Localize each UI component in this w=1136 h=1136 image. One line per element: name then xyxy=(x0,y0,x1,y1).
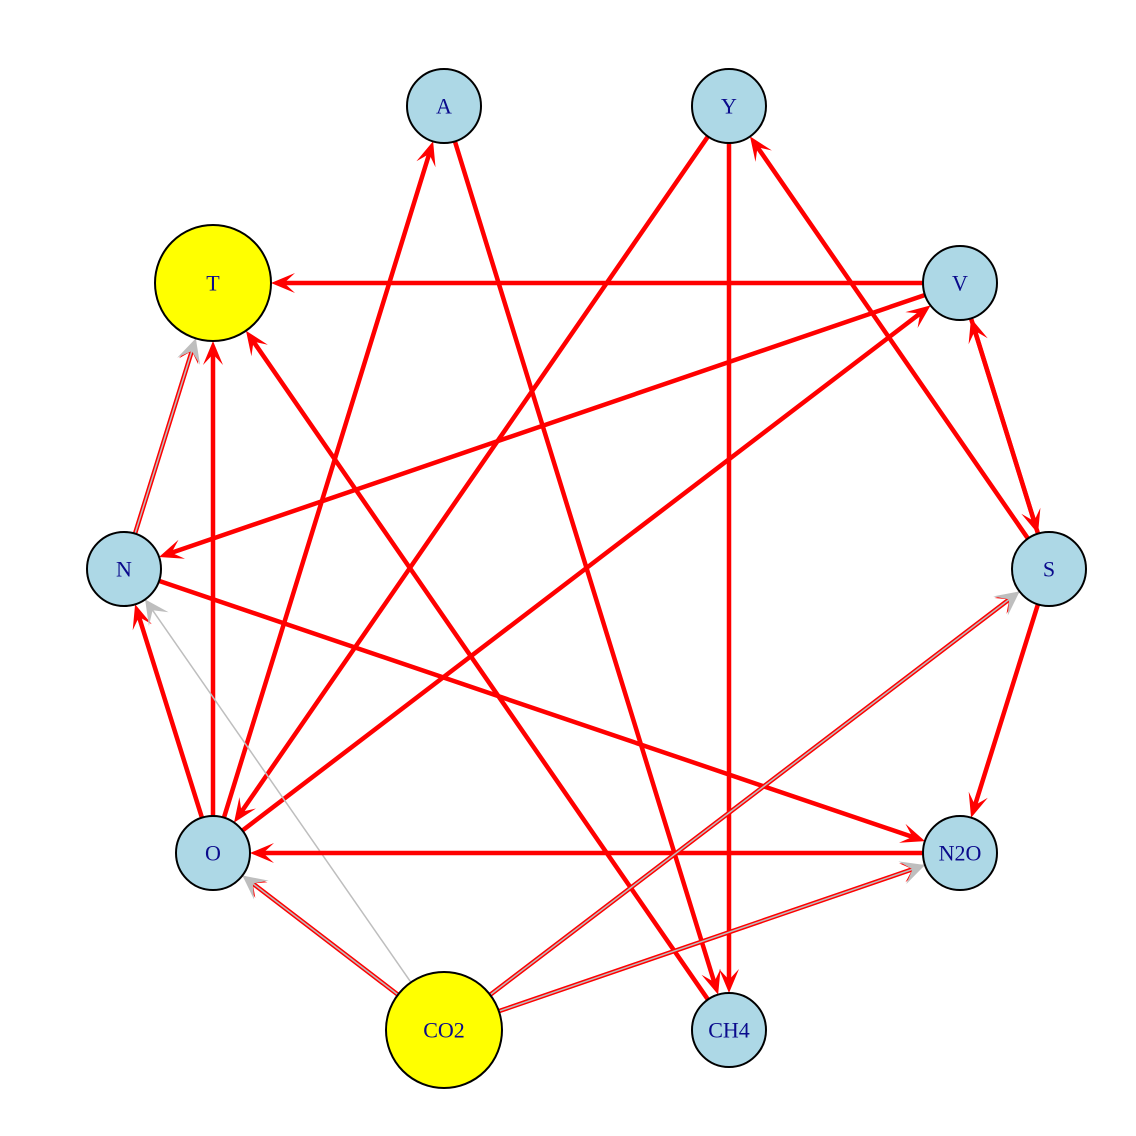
arrowhead xyxy=(968,791,988,818)
node-label: T xyxy=(206,271,220,296)
node-label: A xyxy=(436,94,452,119)
node-circle xyxy=(691,992,767,1068)
edge-o-to-t xyxy=(203,341,223,819)
edge-a-to-ch4 xyxy=(452,139,721,995)
arrowhead xyxy=(177,338,201,365)
node-label: N xyxy=(116,557,132,582)
edge-y-to-ch4 xyxy=(719,140,739,993)
arrowhead xyxy=(234,797,256,823)
edge-s-to-v xyxy=(968,318,1041,536)
node-circle xyxy=(406,68,482,144)
arrowhead xyxy=(416,141,436,168)
edge-o-to-co2 xyxy=(241,874,399,996)
node-circle xyxy=(922,815,998,891)
edge-line xyxy=(239,134,711,813)
edge-s-to-n2o xyxy=(968,602,1041,818)
node-t: T xyxy=(154,224,272,342)
edge-line xyxy=(134,338,197,534)
edge-line xyxy=(156,578,914,839)
arrowhead xyxy=(968,318,988,345)
node-label: V xyxy=(952,271,968,296)
edge-line xyxy=(755,146,1031,541)
node-co2: CO2 xyxy=(385,971,503,1089)
node-n2o: N2O xyxy=(922,815,998,891)
arrowhead xyxy=(701,968,721,995)
edges-layer xyxy=(132,134,1041,1014)
node-y: Y xyxy=(691,68,767,144)
node-circle xyxy=(385,971,503,1089)
nodes-layer: A Y T V N S O N2O CO2 CH4 xyxy=(86,68,1087,1089)
edge-line xyxy=(240,311,922,833)
edge-line xyxy=(137,615,205,820)
node-circle xyxy=(86,531,162,607)
node-circle xyxy=(922,245,998,321)
edge-n2o-to-o xyxy=(250,843,926,863)
arrowhead xyxy=(899,823,925,843)
edge-o-to-n xyxy=(132,604,205,820)
edge-o-to-a xyxy=(221,141,436,820)
edge-y-to-o xyxy=(234,134,711,823)
edge-s-to-co2 xyxy=(489,590,1021,996)
node-label: O xyxy=(205,841,221,866)
arrowhead xyxy=(250,843,274,863)
edge-t-to-n xyxy=(134,338,201,534)
edge-ch4-to-t xyxy=(246,330,711,1002)
edge-line xyxy=(973,602,1041,807)
edge-v-to-t xyxy=(271,273,926,293)
arrowhead xyxy=(242,875,269,900)
arrowhead xyxy=(905,305,931,328)
edge-n2o-to-co2 xyxy=(498,861,926,1012)
node-label: Y xyxy=(721,94,737,119)
node-ch4: CH4 xyxy=(691,992,767,1068)
edge-line xyxy=(170,292,928,555)
edge-line xyxy=(452,139,717,984)
arrowhead xyxy=(246,330,268,357)
node-a: A xyxy=(406,68,482,144)
edge-line xyxy=(498,864,926,1012)
edge-line xyxy=(241,874,399,996)
edge-n-to-n2o xyxy=(156,578,925,843)
arrowhead xyxy=(898,861,925,885)
arrowhead xyxy=(145,599,169,626)
node-label: CO2 xyxy=(423,1018,465,1043)
node-n: N xyxy=(86,531,162,607)
arrowhead xyxy=(203,341,223,365)
edge-line xyxy=(221,152,432,820)
arrowhead xyxy=(271,273,295,293)
arrowhead xyxy=(132,604,152,631)
edge-o-to-v xyxy=(240,305,931,833)
arrowhead xyxy=(993,591,1020,616)
edge-n-to-co2 xyxy=(144,598,412,983)
edge-line xyxy=(973,329,1041,536)
arrowhead xyxy=(159,539,185,559)
edge-line xyxy=(144,598,412,983)
node-circle xyxy=(1011,531,1087,607)
edge-v-to-n xyxy=(159,292,928,559)
edge-line xyxy=(251,340,711,1002)
arrowhead xyxy=(750,136,772,162)
node-o: O xyxy=(175,815,251,891)
edge-s-to-y xyxy=(750,136,1031,541)
node-circle xyxy=(175,815,251,891)
node-v: V xyxy=(922,245,998,321)
node-label: CH4 xyxy=(708,1018,750,1043)
node-circle xyxy=(691,68,767,144)
arrowhead xyxy=(719,969,739,993)
node-circle xyxy=(154,224,272,342)
edge-line xyxy=(489,590,1021,996)
node-label: N2O xyxy=(939,841,982,866)
node-label: S xyxy=(1043,557,1055,582)
node-s: S xyxy=(1011,531,1087,607)
